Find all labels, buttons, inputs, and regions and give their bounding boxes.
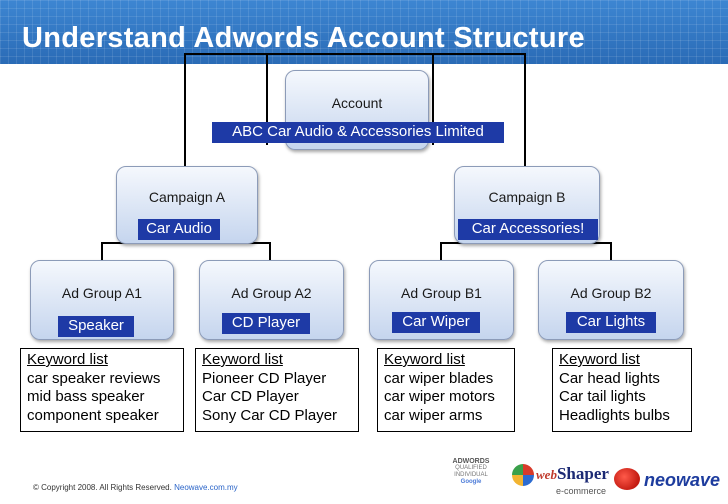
title-banner: Understand Adwords Account Structure xyxy=(0,0,728,64)
keyword-item: Car CD Player xyxy=(202,388,299,405)
keyword-item: car wiper motors xyxy=(384,388,495,405)
campaign-a-connector xyxy=(101,242,271,261)
keyword-list-a1: Keyword list car speaker reviews mid bas… xyxy=(20,348,184,432)
keyword-item: car speaker reviews xyxy=(27,369,161,387)
ad-group-a1-tag: Speaker xyxy=(58,316,134,337)
keyword-list-title: Keyword list xyxy=(384,351,465,368)
keyword-list-a2: Keyword list Pioneer CD Player Car CD Pl… xyxy=(195,348,359,432)
keyword-item: Sony Car CD Player xyxy=(202,406,338,424)
neowave-name: neowave xyxy=(644,470,721,490)
footer-copyright: © Copyright 2008. All Rights Reserved. N… xyxy=(33,483,238,492)
keyword-item: Pioneer CD Player xyxy=(202,369,327,387)
account-connector xyxy=(184,53,526,168)
keyword-item: mid bass speaker xyxy=(27,388,145,405)
ad-group-b2-tag: Car Lights xyxy=(566,312,656,333)
keyword-list-title: Keyword list xyxy=(27,351,108,368)
webshaper-prefix: web xyxy=(536,467,557,482)
ad-group-b1-tag: Car Wiper xyxy=(392,312,480,333)
ad-group-a2-tag: CD Player xyxy=(222,313,310,334)
ad-group-a2-label: Ad Group A2 xyxy=(231,285,312,301)
account-tag: ABC Car Audio & Accessories Limited xyxy=(212,122,504,143)
keyword-item: car wiper blades xyxy=(384,369,494,387)
keyword-list-b1: Keyword list car wiper blades car wiper … xyxy=(377,348,515,432)
webshaper-suffix: Shaper xyxy=(556,464,609,483)
webshaper-sub: e-commerce xyxy=(556,486,607,496)
ad-group-b2-label: Ad Group B2 xyxy=(570,285,652,301)
campaign-b-label: Campaign B xyxy=(488,189,566,205)
keyword-list-b2: Keyword list Car head lights Car tail li… xyxy=(552,348,692,432)
webshaper-logo: webShaper e-commerce xyxy=(512,462,609,500)
webshaper-swirl-icon xyxy=(512,464,534,486)
ad-group-a1-label: Ad Group A1 xyxy=(61,285,143,301)
keyword-item: Car head lights xyxy=(559,369,660,387)
campaign-b-connector xyxy=(440,242,612,261)
adwords-logo-google: Google xyxy=(460,479,482,485)
ad-group-b1-label: Ad Group B1 xyxy=(401,285,482,301)
slide-title: Understand Adwords Account Structure xyxy=(22,22,585,54)
neowave-mark-icon xyxy=(614,468,640,490)
adwords-logo-line2: INDIVIDUAL xyxy=(454,472,488,478)
footer-link[interactable]: Neowave.com.my xyxy=(174,483,238,492)
campaign-a-tag: Car Audio xyxy=(138,219,220,240)
copyright-text: © Copyright 2008. All Rights Reserved. xyxy=(33,483,172,492)
adwords-logo-head: ADWORDS xyxy=(452,458,490,465)
keyword-item: Headlights bulbs xyxy=(559,406,670,424)
keyword-item: component speaker xyxy=(27,406,159,424)
neowave-logo: neowave xyxy=(614,466,722,494)
webshaper-name: webShaper xyxy=(536,464,609,484)
keyword-item: car wiper arms xyxy=(384,406,483,424)
keyword-list-title: Keyword list xyxy=(559,351,640,368)
keyword-list-title: Keyword list xyxy=(202,351,283,368)
account-label: Account xyxy=(331,95,383,111)
campaign-b-tag: Car Accessories! xyxy=(458,219,598,240)
campaign-a-label: Campaign A xyxy=(148,189,226,205)
adwords-logo-line1: QUALIFIED xyxy=(455,465,487,471)
keyword-item: Car tail lights xyxy=(559,388,646,405)
adwords-qualified-logo: ADWORDS QUALIFIED INDIVIDUAL Google xyxy=(440,458,502,500)
